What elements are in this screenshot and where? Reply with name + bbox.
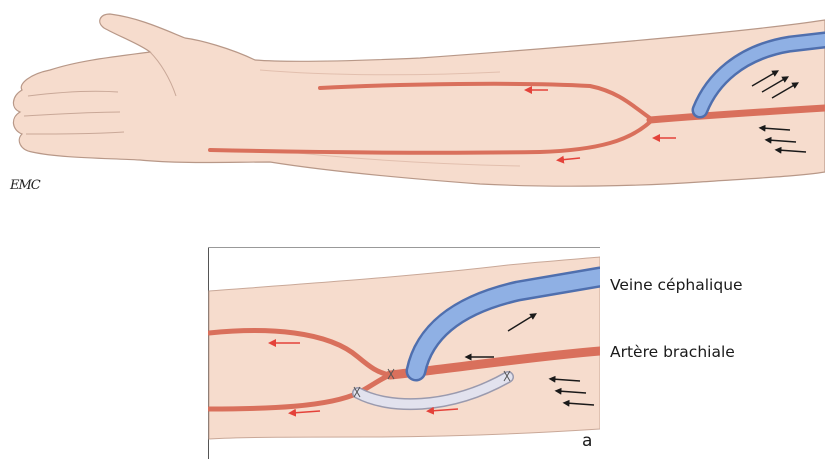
emc-logo: EMC xyxy=(10,178,40,193)
panel-label: a xyxy=(582,431,592,451)
cephalic-vein-label: Veine céphalique xyxy=(610,276,743,294)
brachial-artery-label: Artère brachiale xyxy=(610,343,735,361)
arm-illustration xyxy=(0,0,825,215)
inset-illustration xyxy=(208,247,600,459)
